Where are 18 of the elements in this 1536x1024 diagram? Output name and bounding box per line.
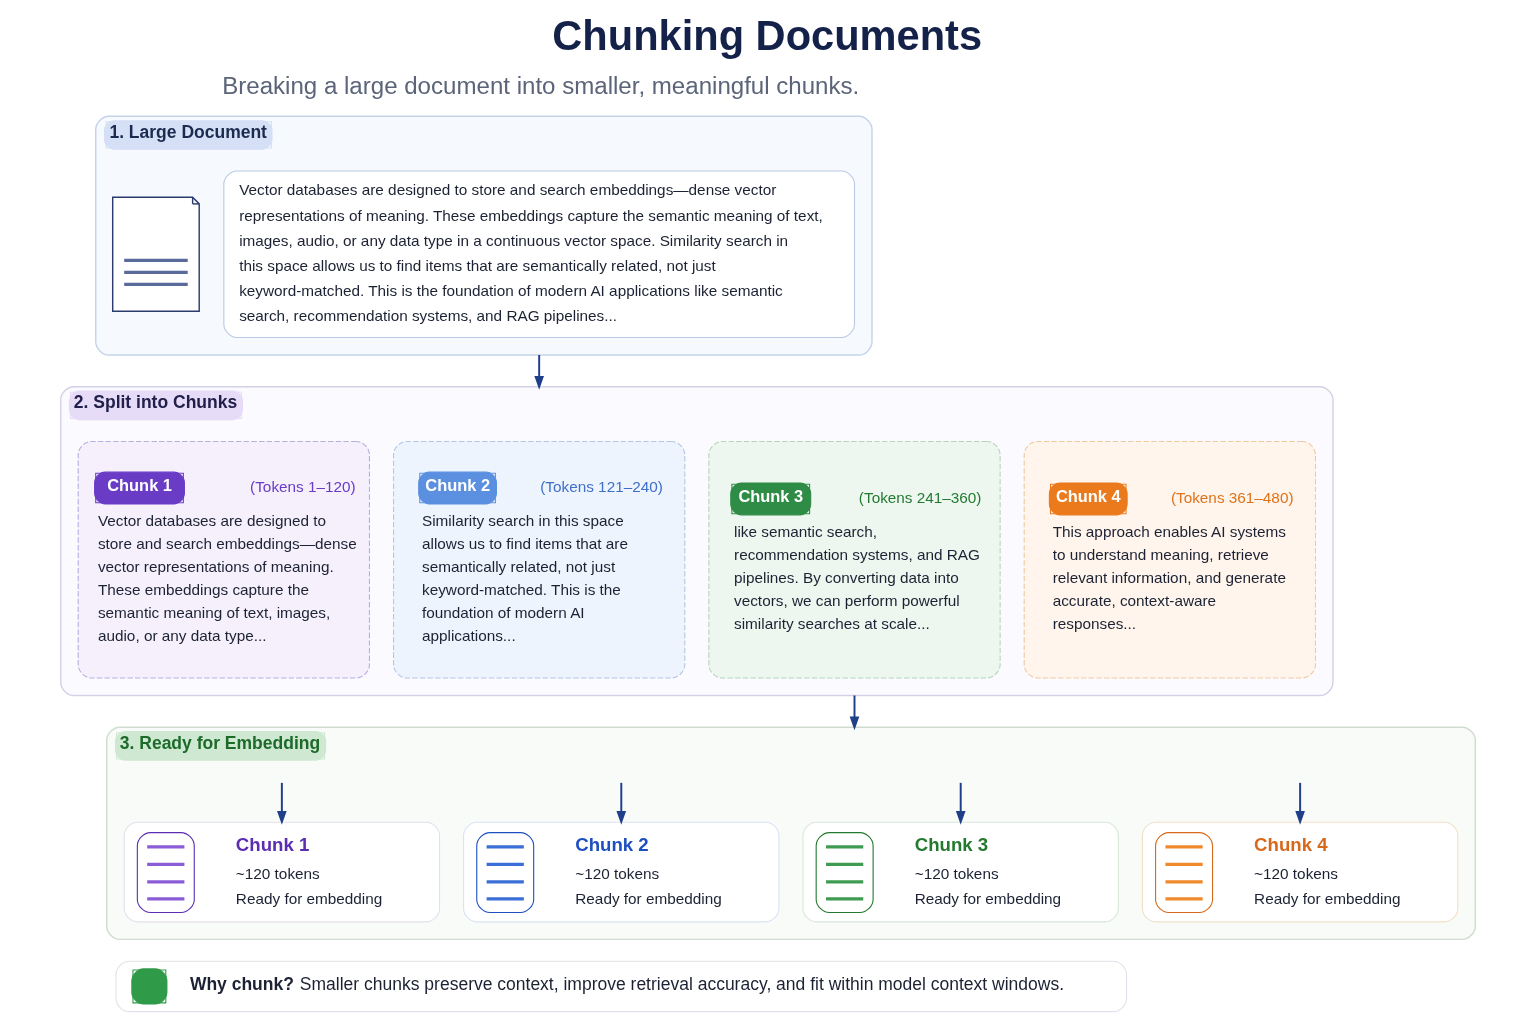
arrow [534, 353, 544, 390]
node-box: Chunk 1 (Tokens 1–120) Vector databases are designed to store and search embeddings—dense vector representations of meaning. These embeddings capture the semantic meaning of text, images, audio, or any data type... [77, 440, 370, 679]
node-box: Chunk 1 ~120 tokens Ready for embedding [123, 821, 441, 922]
arrow [277, 781, 287, 825]
arrow [849, 694, 860, 730]
node-box: Chunk 2 ~120 tokens Ready for embedding [463, 821, 780, 922]
diagram-title: Chunking Documents [552, 11, 983, 59]
node-box: Vector databases are designed to store and search embeddings—dense vector representations of meaning. These embeddings capture the semantic meaning of text, images, audio, or any data type in a continuous vector space. Similarity search in this space allows us to find items that are semantically related, not just keyword-matched. This is the foundation of modern AI applications like semantic search, recommendation systems, and RAG pipelines... [223, 170, 856, 338]
node-box: Chunk 4 ~120 tokens Ready for embedding [1141, 821, 1459, 922]
node-box: Why chunk? Smaller chunks preserve context, improve retrieval accuracy, and fit within model context windows. [115, 960, 1128, 1012]
node-box: Chunk 3 ~120 tokens Ready for embedding [802, 821, 1119, 922]
label: Breaking a large document into smaller, meaningful chunks. [222, 71, 860, 99]
node-box: Chunk 2 (Tokens 121–240) Similarity search in this space allows us to find items that are semantically related, not just keyword-matched. This is the foundation of modern AI applications... [393, 440, 686, 679]
arrow [955, 781, 966, 825]
arrow [616, 781, 627, 825]
node-box: Chunk 4 (Tokens 361–480) This approach enables AI systems to understand meaning, retrieve relevant information, and generate accurate, context-aware responses... [1023, 440, 1316, 679]
node-box: Chunk 3 (Tokens 241–360) like semantic search, recommendation systems, and RAG pipelines. By converting data into vectors, we can perform powerful similarity searches at scale... [708, 440, 1001, 679]
arrow [1295, 781, 1305, 825]
